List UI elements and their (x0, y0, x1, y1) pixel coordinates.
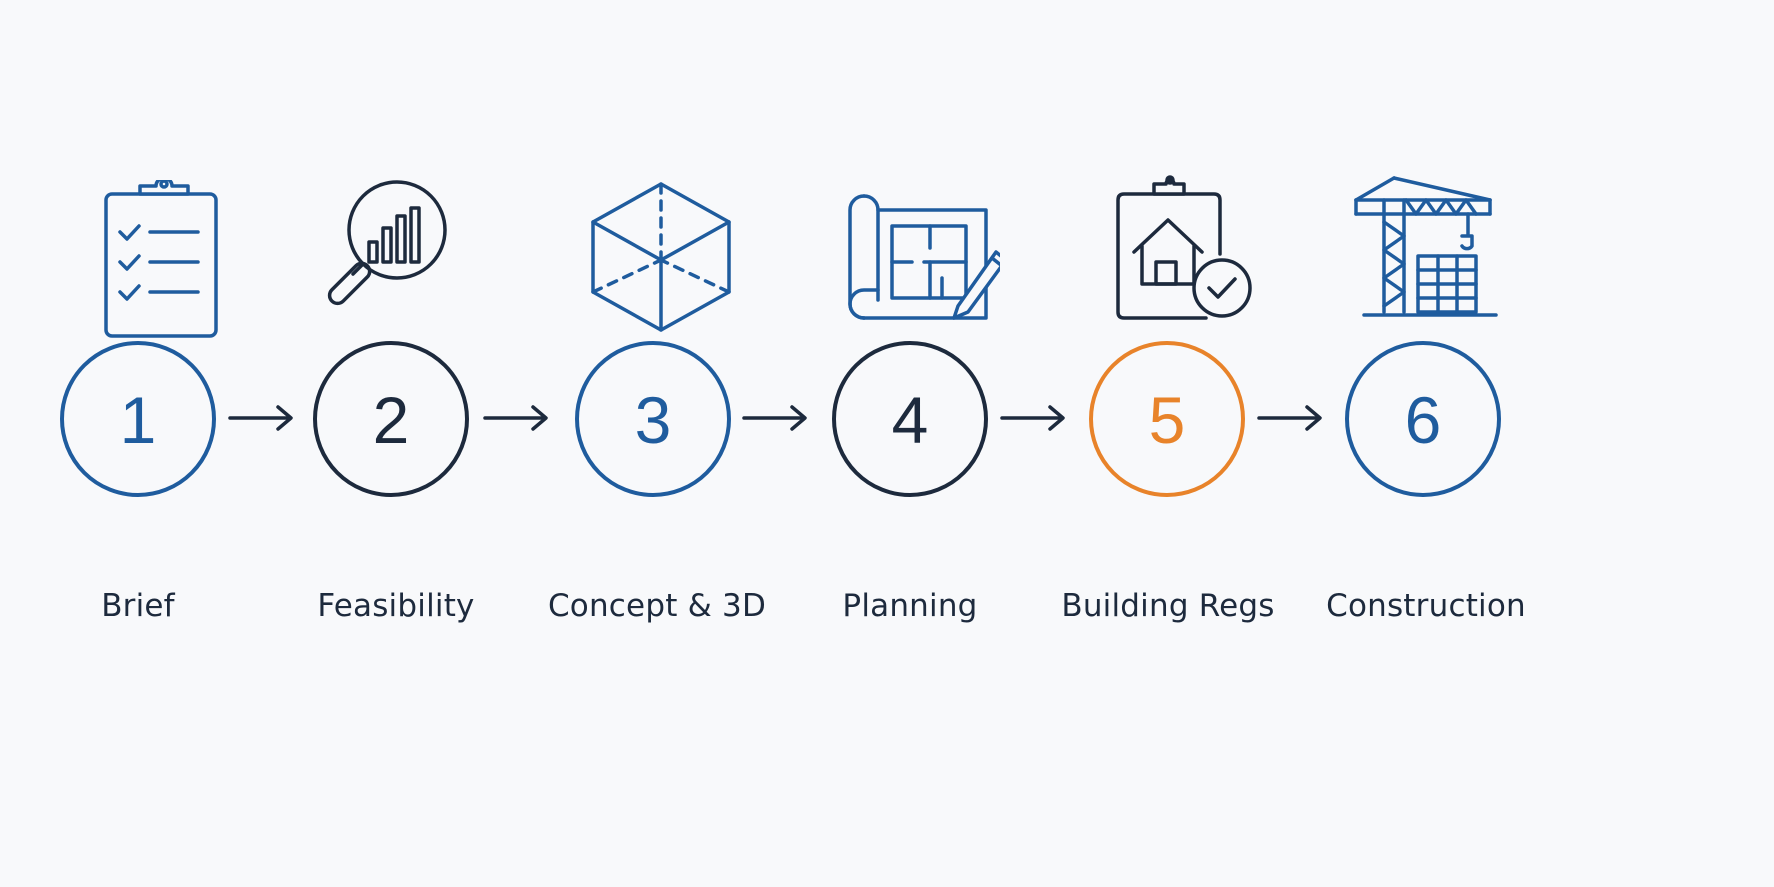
step-number: 1 (119, 383, 157, 457)
magnifier-bar-chart-icon (315, 172, 475, 332)
step-6-circle: 6 (1345, 341, 1501, 497)
step-label-planning: Planning (842, 588, 978, 624)
step-label-building-regs: Building Regs (1061, 588, 1275, 624)
tower-crane-icon (1350, 170, 1510, 330)
cube-3d-icon (581, 176, 741, 336)
step-1-circle: 1 (60, 341, 216, 497)
step-number: 2 (372, 383, 410, 457)
step-2-circle: 2 (313, 341, 469, 497)
step-3-circle: 3 (575, 341, 731, 497)
step-label-construction: Construction (1326, 588, 1526, 624)
clipboard-house-check-icon (1110, 174, 1270, 334)
arrow-right-icon (1255, 403, 1327, 433)
arrow-right-icon (481, 403, 553, 433)
step-number: 3 (634, 383, 672, 457)
clipboard-checklist-icon (84, 180, 244, 340)
arrow-right-icon (226, 403, 298, 433)
blueprint-pencil-icon (840, 178, 1000, 338)
step-number: 6 (1404, 383, 1442, 457)
step-4-circle: 4 (832, 341, 988, 497)
arrow-right-icon (998, 403, 1070, 433)
step-number: 4 (891, 383, 929, 457)
step-label-brief: Brief (101, 588, 175, 624)
step-label-concept: Concept & 3D (547, 588, 767, 624)
step-label-feasibility: Feasibility (317, 588, 475, 624)
arrow-right-icon (740, 403, 812, 433)
step-5-circle: 5 (1089, 341, 1245, 497)
step-number: 5 (1148, 383, 1186, 457)
